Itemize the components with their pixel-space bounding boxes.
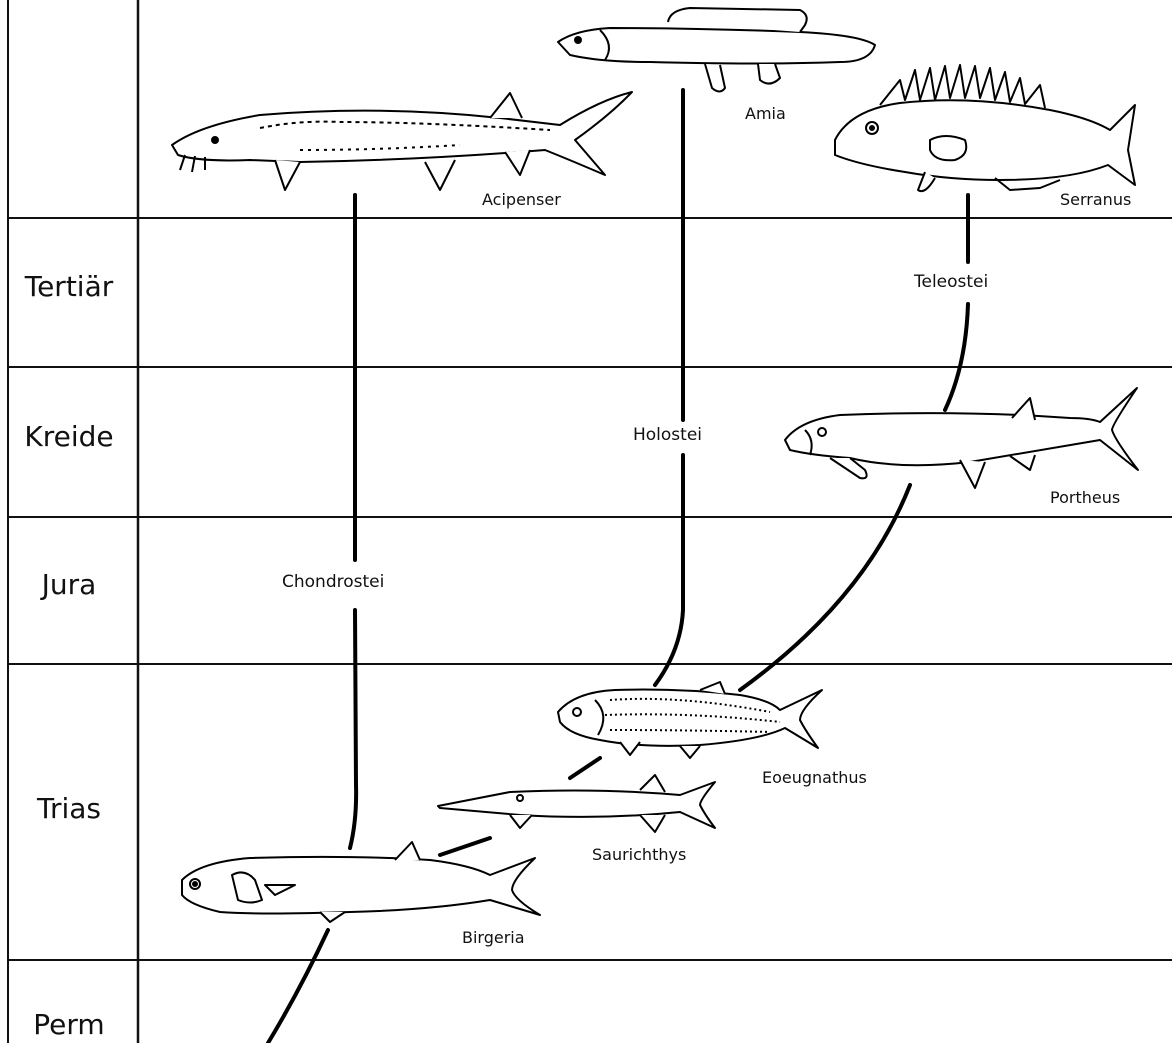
eoeugnathus-fish xyxy=(558,682,822,758)
genus-label-portheus: Portheus xyxy=(1050,488,1120,507)
perm-root-line xyxy=(268,930,328,1043)
serranus-fish xyxy=(835,65,1135,191)
period-label-jura: Jura xyxy=(14,568,124,601)
teleostei-line xyxy=(945,195,968,410)
saurichthys-fish xyxy=(438,775,715,832)
genus-label-serranus: Serranus xyxy=(1060,190,1131,209)
period-label-trias: Trias xyxy=(14,792,124,825)
genus-label-saurichthys: Saurichthys xyxy=(592,845,686,864)
genus-label-acipenser: Acipenser xyxy=(482,190,561,209)
period-label-kreide: Kreide xyxy=(14,420,124,453)
portheus-fish xyxy=(785,388,1138,488)
chondrostei-line xyxy=(350,195,356,848)
portheus-eoeugnathus-line xyxy=(740,485,910,690)
lineage-label-holostei: Holostei xyxy=(629,425,706,445)
birgeria-fish xyxy=(182,842,540,922)
acipenser-fish xyxy=(172,92,632,190)
genus-label-amia: Amia xyxy=(745,104,786,123)
lineage-label-teleostei: Teleostei xyxy=(910,272,992,292)
birgeria-saurichthys-line xyxy=(440,838,490,855)
lineage-label-chondrostei: Chondrostei xyxy=(278,572,388,592)
genus-label-birgeria: Birgeria xyxy=(462,928,525,947)
amia-fish xyxy=(558,8,875,92)
saurichthys-eoeugnathus-line xyxy=(570,758,600,778)
holostei-line xyxy=(655,90,683,685)
genus-label-eoeugnathus: Eoeugnathus xyxy=(762,768,867,787)
fish-illustrations xyxy=(172,8,1138,922)
period-label-tertiar: Tertiär xyxy=(14,270,124,303)
period-label-perm: Perm xyxy=(14,1008,124,1041)
